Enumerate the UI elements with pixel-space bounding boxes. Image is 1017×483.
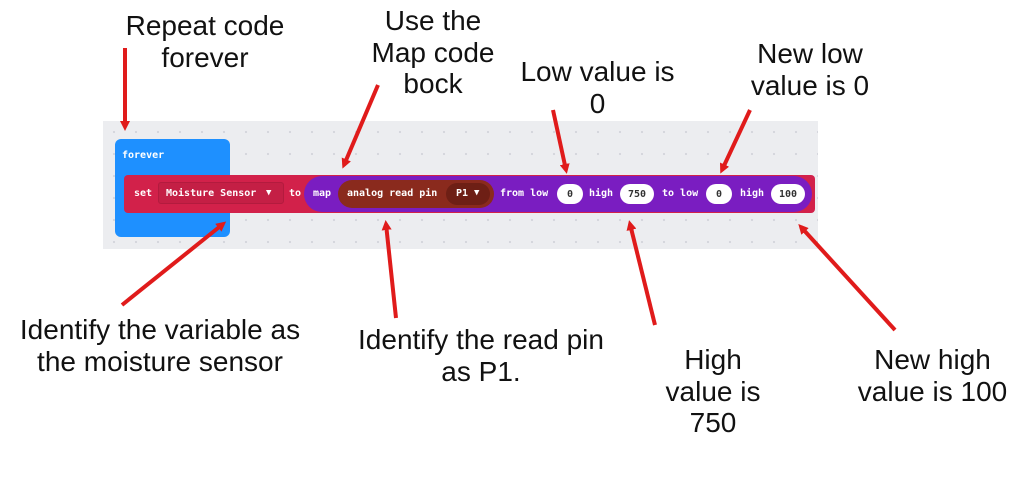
forever-label: forever [122,150,165,161]
high-label: high [589,188,614,199]
annotation-new-high: New high value is 100 [857,344,1008,407]
variable-name: Moisture Sensor [166,188,257,199]
annotation-repeat-forever: Repeat code forever [125,10,285,73]
to-low-label: to low [662,188,699,199]
pin-value: P1 [456,188,469,199]
analog-read-pin-label: analog read pin [347,188,438,199]
variable-dropdown[interactable] [158,182,284,204]
annotation-identify-variable: Identify the variable as the moisture se… [19,314,301,377]
annotation-identify-pin: Identify the read pin as P1. [358,324,604,387]
set-label: set [134,188,153,199]
forever-block-notch [140,229,156,237]
from-low-input[interactable]: 0 [557,184,583,204]
annotation-use-map: Use the Map code bock [371,5,495,100]
to-low-input[interactable]: 0 [706,184,732,204]
dropdown-arrow-icon: ▼ [266,188,272,198]
high-label-2: high [740,188,765,199]
from-high-input[interactable]: 750 [620,184,654,204]
arrow-new-low [720,109,752,174]
arrow-high [626,220,657,326]
annotation-high-value: High value is 750 [665,344,761,439]
pin-dropdown[interactable] [446,183,490,205]
arrow-pin [381,220,398,319]
from-low-label: from low [500,188,549,199]
arrow-map [341,84,380,169]
arrow-new-high [798,224,897,332]
to-label: to [289,188,302,199]
dropdown-arrow-icon: ▼ [474,188,480,198]
map-label: map [313,188,332,199]
arrow-variable [120,221,227,307]
annotation-low-value: Low value is 0 [520,56,675,119]
annotation-new-low: New low value is 0 [750,38,870,101]
arrow-low [551,109,570,174]
to-high-input[interactable]: 100 [771,184,805,204]
